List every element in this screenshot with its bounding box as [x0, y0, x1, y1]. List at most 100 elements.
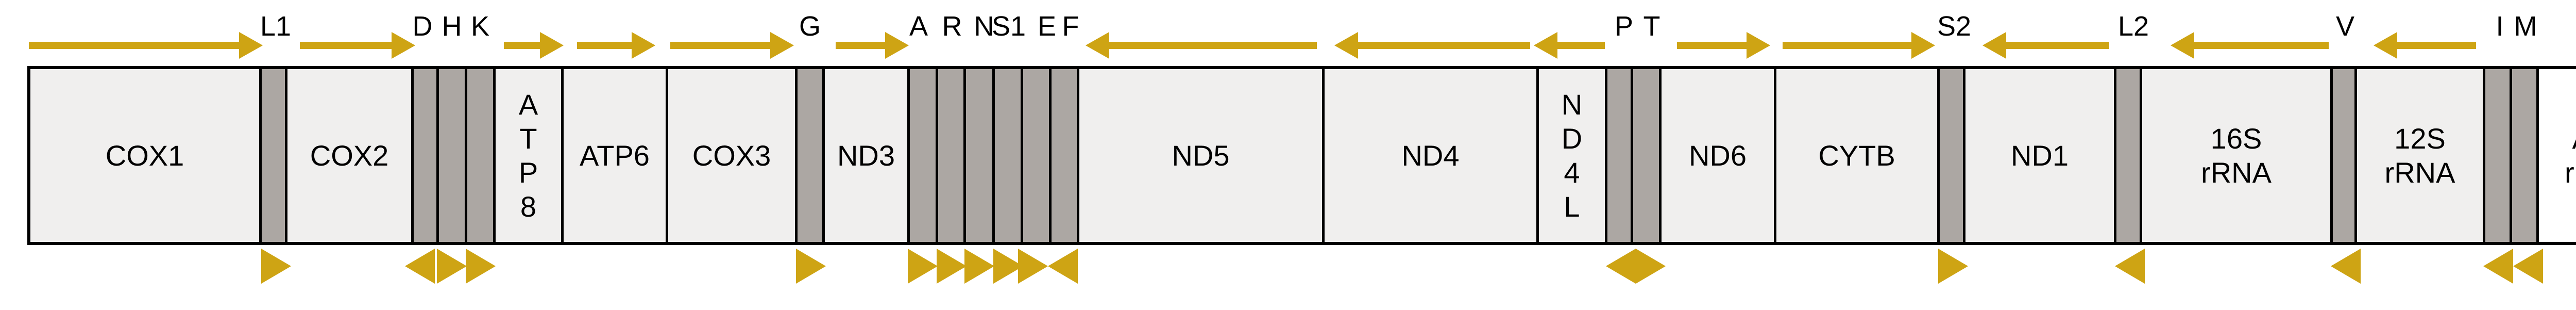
trna-bar-trna-h — [439, 69, 465, 242]
gene-box-cytb: CYTB — [1776, 69, 1937, 242]
trna-label-h: H — [442, 11, 462, 42]
trna-label-n: N — [974, 11, 994, 42]
transcription-arrow-shaft-4 — [577, 42, 635, 49]
trna-strand-triangle-i-left-icon — [2483, 249, 2513, 284]
trna-strand-triangle-e-right-icon — [1018, 249, 1048, 284]
trna-label-m: M — [2514, 11, 2537, 42]
transcription-arrow-head-left-icon — [1334, 32, 1358, 59]
trna-bar-trna-l2 — [2116, 69, 2140, 242]
trna-strand-triangle-g-right-icon — [796, 249, 826, 284]
trna-label-l1: L1 — [260, 11, 292, 42]
trna-strand-triangle-m-left-icon — [2513, 249, 2543, 284]
trna-strand-triangle-s2-right-icon — [1938, 249, 1968, 284]
trna-strand-triangle-v-left-icon — [2331, 249, 2361, 284]
trna-strand-triangle-k-right-icon — [466, 249, 496, 284]
trna-bar-trna-d — [414, 69, 436, 242]
trna-strand-triangle-h-right-icon — [437, 249, 467, 284]
segment-label: N D 4 L — [1561, 88, 1583, 223]
segment-label: AT- rich* — [2564, 122, 2576, 189]
segment-label: ATP6 — [580, 139, 650, 172]
segment-label: COX2 — [310, 139, 389, 172]
trna-bar-trna-l1 — [262, 69, 285, 242]
segment-label: ND5 — [1172, 139, 1230, 172]
transcription-arrow-shaft-11 — [1783, 42, 1914, 49]
transcription-arrow-head-right-icon — [1747, 32, 1770, 59]
trna-label-g: G — [799, 11, 821, 42]
transcription-arrow-head-left-icon — [2171, 32, 2194, 59]
transcription-arrow-head-right-icon — [885, 32, 909, 59]
transcription-arrow-head-right-icon — [540, 32, 564, 59]
gene-box-nd5: ND5 — [1079, 69, 1322, 242]
transcription-arrow-shaft-14 — [2394, 42, 2476, 49]
gene-box-atp8: A T P 8 — [496, 69, 561, 242]
transcription-arrow-head-left-icon — [1086, 32, 1109, 59]
trna-bar-trna-a — [910, 69, 936, 242]
trna-label-i: I — [2496, 11, 2504, 42]
trna-bar-trna-g — [798, 69, 822, 242]
transcription-arrow-shaft-3 — [504, 42, 543, 49]
trna-strand-triangle-d-left-icon — [405, 249, 435, 284]
trna-label-d: D — [412, 11, 433, 42]
trna-label-s2: S2 — [1937, 11, 1972, 42]
trna-label-v: V — [2335, 11, 2355, 42]
gene-box-nd6: ND6 — [1662, 69, 1774, 242]
trna-strand-triangle-f-left-icon — [1048, 249, 1078, 284]
trna-strand-triangle-t-right-icon — [1636, 249, 1666, 284]
trna-bar-trna-v — [2333, 69, 2354, 242]
transcription-arrow-head-right-icon — [632, 32, 655, 59]
transcription-arrow-shaft-9 — [1554, 42, 1605, 49]
segment-label: ND4 — [1401, 139, 1460, 172]
segment-label: A T P 8 — [518, 88, 538, 223]
segment-label: COX1 — [105, 139, 184, 172]
trna-strand-triangle-l1-right-icon — [261, 249, 291, 284]
trna-bar-trna-p — [1607, 69, 1631, 242]
trna-label-r: R — [942, 11, 962, 42]
gene-box-cox3: COX3 — [668, 69, 795, 242]
trna-label-k: K — [470, 11, 490, 42]
gene-box-cox1: COX1 — [30, 69, 259, 242]
trna-label-a: A — [909, 11, 928, 42]
transcription-arrow-shaft-1 — [29, 42, 242, 49]
trna-label-p: P — [1614, 11, 1634, 42]
trna-bar-trna-k — [467, 69, 493, 242]
trna-bar-trna-e — [1023, 69, 1049, 242]
trna-bar-trna-n — [966, 69, 992, 242]
trna-bar-trna-r — [938, 69, 963, 242]
trna-label-l2: L2 — [2117, 11, 2149, 42]
trna-strand-triangle-p-left-icon — [1606, 249, 1636, 284]
gene-box-cox2: COX2 — [287, 69, 411, 242]
segment-label: 12S rRNA — [2384, 122, 2455, 189]
transcription-arrow-shaft-6 — [836, 42, 888, 49]
control-region-box-at-rich: AT- rich* — [2539, 69, 2576, 242]
gene-box-nd1: ND1 — [1965, 69, 2114, 242]
transcription-arrow-shaft-13 — [2191, 42, 2329, 49]
segment-label: ND3 — [837, 139, 895, 172]
gene-box-nd4: ND4 — [1325, 69, 1536, 242]
transcription-arrow-head-left-icon — [1982, 32, 2006, 59]
transcription-arrow-shaft-5 — [670, 42, 773, 49]
segment-label: ND6 — [1688, 139, 1747, 172]
rrna-box-16s-rrna: 16S rRNA — [2142, 69, 2330, 242]
segment-label: ND1 — [2010, 139, 2069, 172]
trna-bar-trna-s1 — [995, 69, 1021, 242]
transcription-arrow-head-right-icon — [1911, 32, 1935, 59]
gene-box-atp6: ATP6 — [564, 69, 666, 242]
transcription-arrow-shaft-12 — [2003, 42, 2109, 49]
gene-box-nd4l: N D 4 L — [1539, 69, 1605, 242]
transcription-arrow-shaft-10 — [1677, 42, 1750, 49]
trna-strand-triangle-l2-left-icon — [2115, 249, 2145, 284]
transcription-arrow-head-right-icon — [770, 32, 794, 59]
transcription-arrow-shaft-2 — [300, 42, 395, 49]
transcription-arrow-head-left-icon — [1534, 32, 1557, 59]
trna-bar-trna-t — [1633, 69, 1659, 242]
transcription-arrow-head-right-icon — [392, 32, 415, 59]
transcription-arrow-head-right-icon — [239, 32, 263, 59]
segment-label: CYTB — [1818, 139, 1895, 172]
segment-label: 16S rRNA — [2201, 122, 2272, 189]
trna-label-f: F — [1062, 11, 1079, 42]
rrna-box-12s-rrna: 12S rRNA — [2357, 69, 2483, 242]
trna-label-t: T — [1643, 11, 1660, 42]
trna-strand-triangle-r-right-icon — [937, 249, 967, 284]
trna-bar-trna-m — [2512, 69, 2536, 242]
